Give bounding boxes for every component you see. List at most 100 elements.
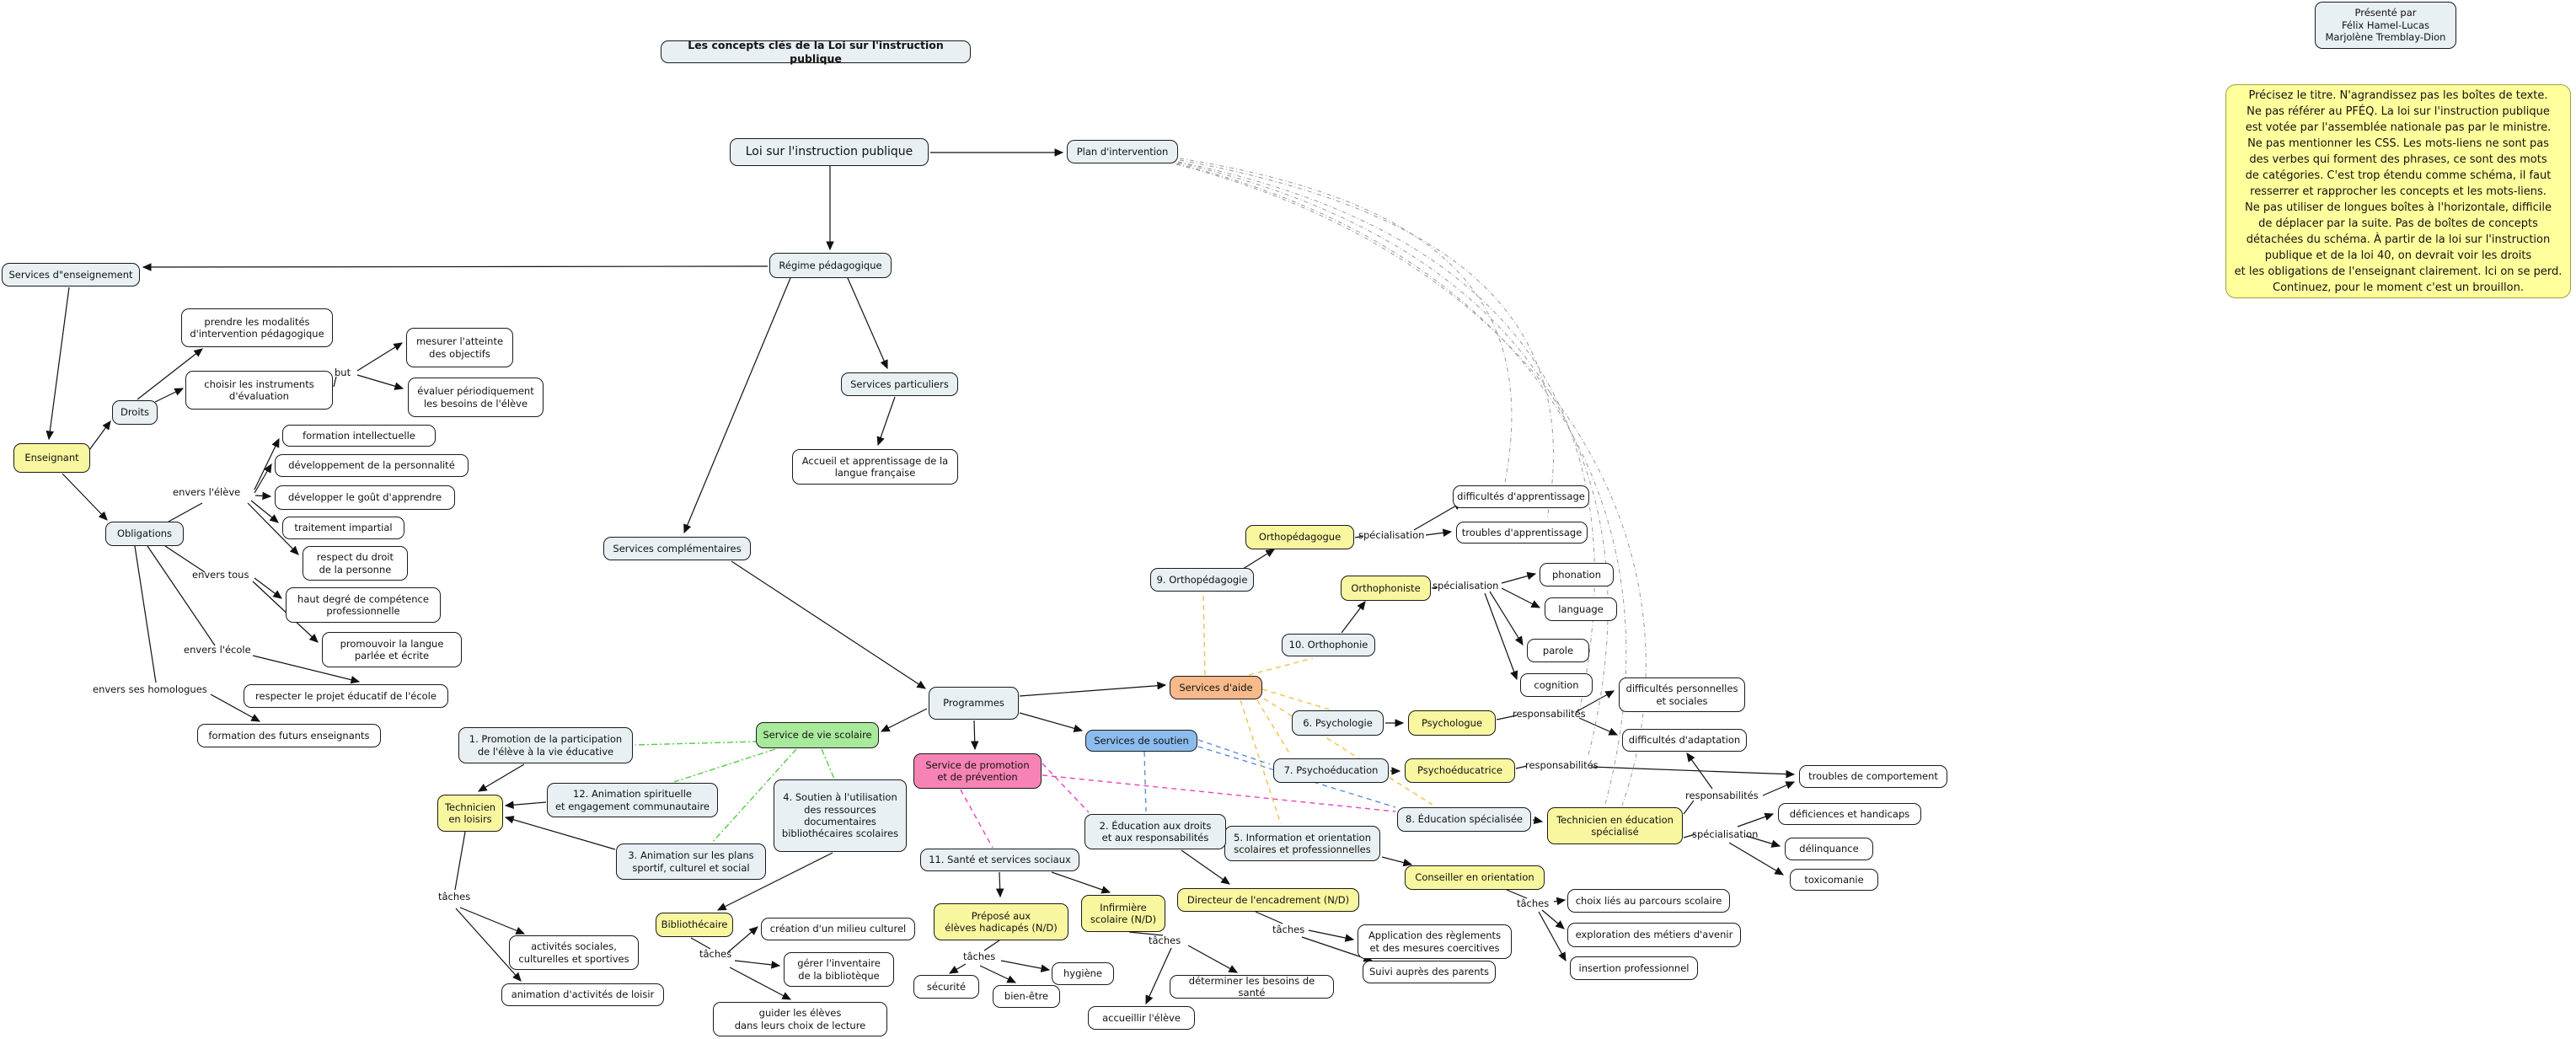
creation-milieu-node[interactable]: création d'un milieu culturel xyxy=(761,918,915,940)
prendre-modalites-node[interactable]: prendre les modalités d'intervention péd… xyxy=(181,308,333,347)
link-taches-directeur[interactable]: tâches xyxy=(1272,924,1305,935)
animation-activites-node[interactable]: animation d'activités de loisir xyxy=(501,983,664,1006)
services-de-soutien-node[interactable]: Services de soutien xyxy=(1085,730,1197,752)
exploration-metiers-node[interactable]: exploration des métiers d'avenir xyxy=(1567,923,1741,947)
promouvoir-langue-node[interactable]: promouvoir la langue parlée et écrite xyxy=(322,632,462,667)
loi-instruction-publique-node[interactable]: Loi sur l'instruction publique xyxy=(730,138,929,166)
link-envers-ecole[interactable]: envers l'école xyxy=(184,644,251,656)
n10-orthophonie-node[interactable]: 10. Orthophonie xyxy=(1282,634,1375,656)
haut-degre-node[interactable]: haut degré de compétence professionnelle xyxy=(286,587,441,623)
services-aide-node[interactable]: Services d'aide xyxy=(1170,676,1262,699)
bien-etre-node[interactable]: bien-être xyxy=(993,985,1060,1008)
securite-node[interactable]: sécurité xyxy=(913,975,979,999)
edge-31 xyxy=(455,908,522,982)
n3-animation-plans-node[interactable]: 3. Animation sur les plans sportif, cult… xyxy=(616,844,766,880)
difficultes-personnelles-node[interactable]: difficultés personnelles et sociales xyxy=(1619,677,1745,712)
hygiene-node[interactable]: hygiène xyxy=(1052,962,1114,985)
n2-education-droits-node[interactable]: 2. Éducation aux droits et aux responsab… xyxy=(1084,814,1226,849)
link-envers-eleve[interactable]: envers l'élève xyxy=(173,486,241,498)
link-envers-homologues[interactable]: envers ses homologues xyxy=(93,683,207,695)
gerer-inventaire-node[interactable]: gérer l'inventaire de la bibliotèque xyxy=(784,952,894,987)
n5-information-orientation-node[interactable]: 5. Information et orientation scolaires … xyxy=(1224,826,1380,861)
services-particuliers-node[interactable]: Services particuliers xyxy=(841,372,958,396)
link-specialisation-ortho[interactable]: spécialisation xyxy=(1358,529,1425,541)
regime-pedagogique-node[interactable]: Régime pédagogique xyxy=(769,253,892,278)
difficultes-adaptation-node[interactable]: difficultés d'adaptation xyxy=(1622,729,1747,752)
orthopedagogue-node[interactable]: Orthopédagogue xyxy=(1245,525,1354,549)
enseignant-node[interactable]: Enseignant xyxy=(13,443,90,473)
accueillir-eleve-node[interactable]: accueillir l'élève xyxy=(1088,1006,1195,1030)
service-promotion-prevention-node[interactable]: Service de promotion et de prévention xyxy=(913,753,1042,789)
formation-intellectuelle-node[interactable]: formation intellectuelle xyxy=(282,425,436,447)
parole-node[interactable]: parole xyxy=(1527,639,1589,662)
droits-node[interactable]: Droits xyxy=(112,400,158,425)
review-note-node[interactable]: Précisez le titre. N'agrandissez pas les… xyxy=(2225,84,2571,298)
services-enseignement-node[interactable]: Services d"enseignement xyxy=(2,263,140,287)
obligations-node[interactable]: Obligations xyxy=(105,522,184,546)
determiner-besoins-node[interactable]: déterminer les besoins de santé xyxy=(1170,975,1334,999)
n11-sante-node[interactable]: 11. Santé et services sociaux xyxy=(920,849,1079,871)
troubles-comportement-node[interactable]: troubles de comportement xyxy=(1799,765,1947,788)
n1-promotion-node[interactable]: 1. Promotion de la participation de l'él… xyxy=(458,727,633,763)
n7-psychoeducation-node[interactable]: 7. Psychoéducation xyxy=(1273,758,1389,783)
evaluer-periodiquement-node[interactable]: évaluer périodiquement les besoins de l'… xyxy=(408,378,544,417)
respect-droit-node[interactable]: respect du droit de la personne xyxy=(303,546,408,581)
prepose-eleves-node[interactable]: Préposé aux élèves hadicapés (N/D) xyxy=(934,903,1068,940)
mesurer-atteinte-node[interactable]: mesurer l'atteinte des objectifs xyxy=(406,328,513,367)
technicien-education-specialise-node[interactable]: Technicien en éducation spécialisé xyxy=(1547,807,1683,844)
n6-psychologie-node[interactable]: 6. Psychologie xyxy=(1292,710,1384,736)
link-taches-biblio[interactable]: tâches xyxy=(699,948,732,960)
link-envers-tous[interactable]: envers tous xyxy=(192,569,249,581)
link-taches-infirmiere[interactable]: tâches xyxy=(1149,935,1181,946)
developper-gout-node[interactable]: développer le goût d'apprendre xyxy=(275,485,455,510)
troubles-apprentissage-node[interactable]: troubles d'apprentissage xyxy=(1456,522,1588,544)
link-taches-prepose[interactable]: tâches xyxy=(963,951,996,962)
directeur-encadrement-node[interactable]: Directeur de l'encadrement (N/D) xyxy=(1177,888,1359,912)
developpement-personnalite-node[interactable]: développement de la personnalité xyxy=(275,454,469,477)
choisir-instruments-node[interactable]: choisir les instruments d'évaluation xyxy=(185,371,333,410)
formation-futurs-node[interactable]: formation des futurs enseignants xyxy=(197,724,381,747)
choix-parcours-node[interactable]: choix liés au parcours scolaire xyxy=(1567,889,1730,913)
link-taches-conseiller[interactable]: tâches xyxy=(1517,897,1550,909)
cognition-node[interactable]: cognition xyxy=(1520,673,1593,697)
psychologue-node[interactable]: Psychologue xyxy=(1408,710,1496,736)
edge-52 xyxy=(1425,528,1453,538)
difficultes-apprentissage-node[interactable]: difficultés d'apprentissage xyxy=(1453,485,1589,508)
application-reglements-node[interactable]: Application des règlements et des mesure… xyxy=(1358,924,1512,959)
language-node[interactable]: language xyxy=(1545,597,1617,621)
guider-eleves-node[interactable]: guider les élèves dans leurs choix de le… xyxy=(713,1002,887,1036)
n9-orthopedagogie-node[interactable]: 9. Orthopédagogie xyxy=(1150,568,1254,592)
toxicomanie-node[interactable]: toxicomanie xyxy=(1790,869,1878,891)
link-responsabilites-psy[interactable]: responsabilités xyxy=(1513,708,1586,720)
insertion-professionnel-node[interactable]: insertion professionnel xyxy=(1570,956,1698,980)
bibliothecaire-node[interactable]: Bibliothécaire xyxy=(656,913,733,937)
link-but[interactable]: but xyxy=(335,367,351,378)
link-responsabilites-psyed[interactable]: responsabilités xyxy=(1525,759,1599,771)
n4-soutien-ressources-node[interactable]: 4. Soutien à l'utilisation des ressource… xyxy=(774,779,907,852)
traitement-impartial-node[interactable]: traitement impartial xyxy=(282,517,404,539)
conseiller-orientation-node[interactable]: Conseiller en orientation xyxy=(1405,865,1545,890)
activites-sociales-node[interactable]: activités sociales, culturelles et sport… xyxy=(509,935,639,970)
delinquance-node[interactable]: délinquance xyxy=(1785,838,1873,860)
orthophoniste-node[interactable]: Orthophoniste xyxy=(1341,576,1431,601)
link-specialisation-tech[interactable]: spécialisation xyxy=(1692,828,1759,840)
services-complementaires-node[interactable]: Services complémentaires xyxy=(603,537,751,560)
link-responsabilites-tech[interactable]: responsabilités xyxy=(1685,790,1759,801)
respecter-projet-node[interactable]: respecter le projet éducatif de l'école xyxy=(244,684,448,708)
link-taches-loisirs[interactable]: tâches xyxy=(438,891,471,902)
plan-intervention-node[interactable]: Plan d'intervention xyxy=(1067,140,1178,163)
map-title-node[interactable]: Les concepts clés de la Loi sur l'instru… xyxy=(661,39,971,65)
presente-par-node[interactable]: Présenté par Félix Hamel-Lucas Marjolène… xyxy=(2315,2,2456,49)
programmes-node[interactable]: Programmes xyxy=(929,687,1019,720)
infirmiere-scolaire-node[interactable]: Infirmière scolaire (N/D) xyxy=(1081,895,1165,932)
accueil-langue-node[interactable]: Accueil et apprentissage de la langue fr… xyxy=(792,449,958,485)
link-specialisation-orthoph[interactable]: spécialisation xyxy=(1433,580,1499,592)
psychoeducatrice-node[interactable]: Psychoéducatrice xyxy=(1405,758,1515,783)
suivi-parents-node[interactable]: Suivi auprès des parents xyxy=(1363,961,1496,983)
n12-animation-spirituelle-node[interactable]: 12. Animation spirituelle et engagement … xyxy=(547,783,718,817)
deficiences-handicaps-node[interactable]: déficiences et handicaps xyxy=(1778,803,1921,825)
phonation-node[interactable]: phonation xyxy=(1540,563,1614,586)
n8-education-specialisee-node[interactable]: 8. Éducation spécialisée xyxy=(1397,807,1531,832)
technicien-loisirs-node[interactable]: Technicien en loisirs xyxy=(437,795,503,832)
service-vie-scolaire-node[interactable]: Service de vie scolaire xyxy=(756,722,879,748)
